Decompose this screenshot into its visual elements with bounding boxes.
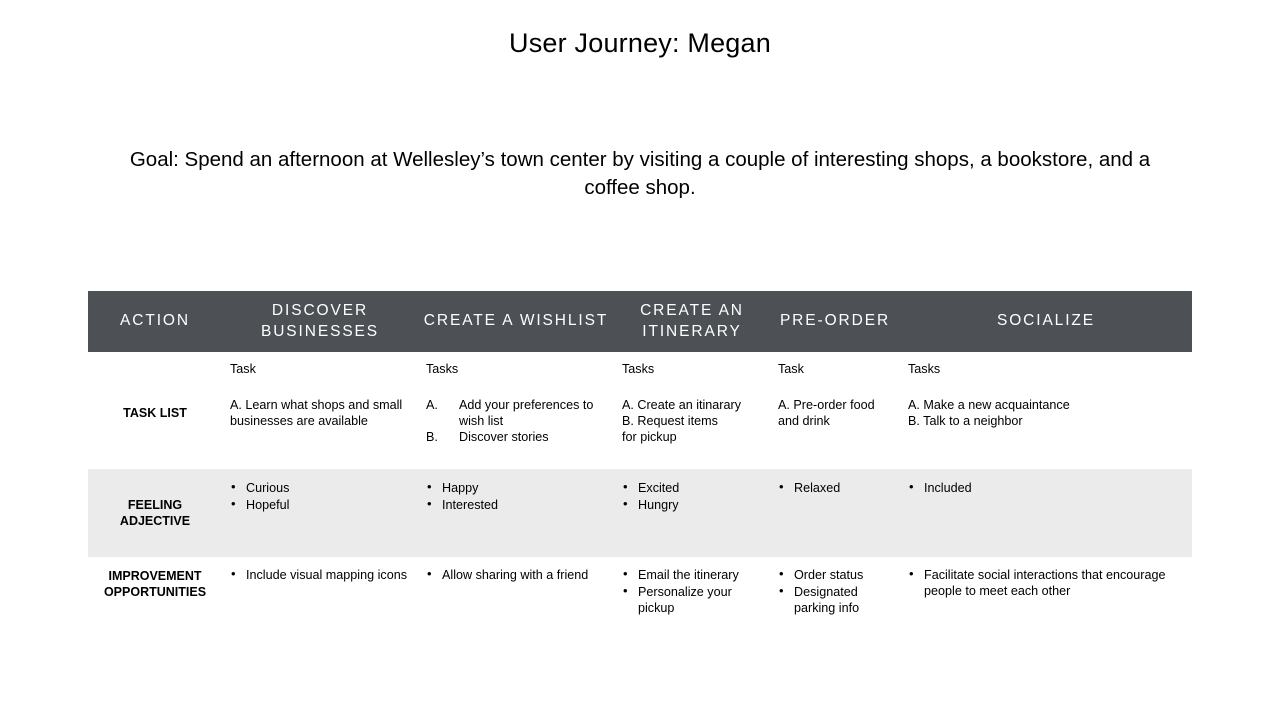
cell-task-list-pre-order: Task A. Pre-order food and drink [770, 352, 900, 469]
bullet-list: Relaxed [778, 479, 892, 496]
cell-kicker: Tasks [426, 362, 459, 376]
page-title: User Journey: Megan [509, 28, 771, 58]
bullet-list: Curious Hopeful [230, 479, 410, 513]
task-line: A. Pre-order food [778, 398, 875, 413]
list-item-text: Discover stories [459, 430, 549, 445]
cell-kicker: Tasks [622, 362, 655, 376]
list-item: Relaxed [778, 479, 892, 496]
table-row: TASK LIST Task A. Learn what shops and s… [88, 352, 1192, 469]
task-line: B. Request items [622, 414, 718, 429]
bullet-list: Happy Interested [426, 479, 606, 513]
cell-improvement-socialize: Facilitate social interactions that enco… [900, 557, 1192, 627]
list-item: Interested [426, 496, 606, 513]
cell-improvement-pre-order: Order status Designated parking info [770, 557, 900, 627]
list-item: Allow sharing with a friend [426, 566, 606, 583]
cell-kicker: Tasks [908, 362, 941, 376]
bullet-list: Email the itinerary Personalize your pic… [622, 566, 762, 616]
cell-task-list-create-a-wishlist: Tasks A. Add your preferences to wish li… [418, 352, 614, 469]
row-label-task-list: TASK LIST [123, 405, 187, 420]
list-item: A. Add your preferences to wish list [426, 397, 606, 429]
task-line: A. Make a new acquaintance [908, 398, 1070, 413]
list-item: Hungry [622, 496, 762, 513]
list-item: Include visual mapping icons [230, 566, 410, 583]
cell-improvement-create-a-wishlist: Allow sharing with a friend [418, 557, 614, 627]
list-item: Happy [426, 479, 606, 496]
bullet-list: Allow sharing with a friend [426, 566, 606, 583]
list-item: Excited [622, 479, 762, 496]
list-item: Facilitate social interactions that enco… [908, 566, 1184, 599]
list-item: Email the itinerary [622, 566, 762, 583]
bullet-list: Included [908, 479, 1184, 496]
list-item-letter: A. [426, 398, 438, 413]
row-label-feeling-adjective: FEELING ADJECTIVE [119, 498, 191, 528]
table-row: IMPROVEMENT OPPORTUNITIES Include visual… [88, 557, 1192, 627]
list-item: Designated parking info [778, 583, 892, 616]
cell-kicker: Task [230, 362, 256, 376]
goal-statement: Goal: Spend an afternoon at Wellesley’s … [129, 148, 1151, 199]
bullet-list: Order status Designated parking info [778, 566, 892, 616]
lettered-task-list: A. Add your preferences to wish list B. … [426, 397, 606, 445]
cell-feeling-create-a-wishlist: Happy Interested [418, 469, 614, 557]
row-label-improvement-opportunities: IMPROVEMENT OPPORTUNITIES [103, 569, 207, 599]
column-header-action: ACTION [120, 312, 190, 330]
bullet-list: Excited Hungry [622, 479, 762, 513]
user-journey-table: ACTION DISCOVER BUSINESSES CREATE A WISH… [88, 291, 1192, 627]
column-header-create-a-wishlist: CREATE A WISHLIST [423, 312, 609, 330]
column-header-discover-businesses: DISCOVER BUSINESSES [260, 301, 380, 340]
cell-kicker: Task [778, 362, 804, 376]
list-item: Order status [778, 566, 892, 583]
list-item: B. Discover stories [426, 429, 606, 445]
list-item: Personalize your pickup [622, 583, 762, 616]
cell-task-list-discover-businesses: Task A. Learn what shops and small busin… [222, 352, 418, 469]
cell-feeling-create-an-itinerary: Excited Hungry [614, 469, 770, 557]
task-line: A. Learn what shops and small businesses… [230, 398, 403, 429]
column-header-pre-order: PRE-ORDER [779, 312, 891, 330]
table-row: FEELING ADJECTIVE Curious Hopeful Happy … [88, 469, 1192, 557]
task-lines: A. Make a new acquaintance B. Talk to a … [908, 397, 1184, 429]
bullet-list: Facilitate social interactions that enco… [908, 566, 1184, 599]
list-item: Included [908, 479, 1184, 496]
cell-improvement-create-an-itinerary: Email the itinerary Personalize your pic… [614, 557, 770, 627]
cell-feeling-socialize: Included [900, 469, 1192, 557]
task-line: and drink [778, 414, 830, 429]
task-line: for pickup [622, 430, 677, 445]
bullet-list: Include visual mapping icons [230, 566, 410, 583]
task-line: A. Create an itinarary [622, 398, 741, 413]
cell-improvement-discover-businesses: Include visual mapping icons [222, 557, 418, 627]
column-header-socialize: SOCIALIZE [996, 312, 1096, 330]
task-lines: A. Create an itinarary B. Request items … [622, 397, 762, 445]
list-item: Curious [230, 479, 410, 496]
task-line: B. Talk to a neighbor [908, 414, 1023, 429]
cell-task-list-create-an-itinerary: Tasks A. Create an itinarary B. Request … [614, 352, 770, 469]
cell-feeling-discover-businesses: Curious Hopeful [222, 469, 418, 557]
table-header-row: ACTION DISCOVER BUSINESSES CREATE A WISH… [88, 291, 1192, 352]
list-item: Hopeful [230, 496, 410, 513]
list-item-text: Add your preferences to wish list [459, 398, 594, 429]
column-header-create-an-itinerary: CREATE AN ITINERARY [640, 301, 744, 340]
list-item-letter: B. [426, 430, 438, 445]
cell-task-list-socialize: Tasks A. Make a new acquaintance B. Talk… [900, 352, 1192, 469]
task-lines: A. Learn what shops and small businesses… [230, 397, 410, 429]
cell-feeling-pre-order: Relaxed [770, 469, 900, 557]
task-lines: A. Pre-order food and drink [778, 397, 892, 429]
